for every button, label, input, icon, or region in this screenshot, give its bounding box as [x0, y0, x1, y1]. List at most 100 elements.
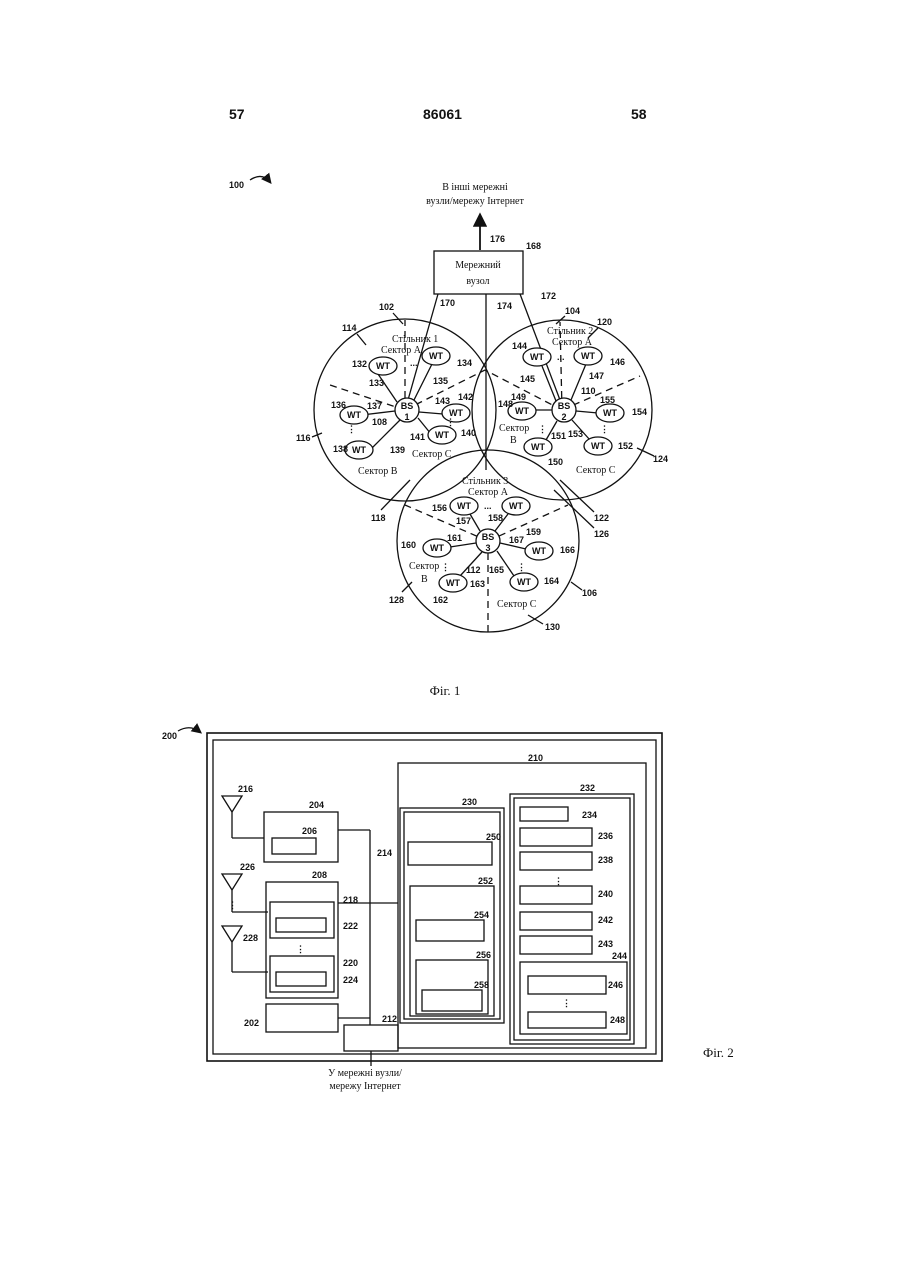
- wt-138-label: WT: [352, 445, 366, 455]
- cell-1-name: Стільник 1: [392, 334, 438, 345]
- bs-3-label: BS: [482, 532, 495, 542]
- ref-102: 102: [379, 302, 394, 312]
- ref-134: 134: [457, 358, 472, 368]
- data-vdots-2: ⋮: [562, 998, 571, 1008]
- ref-154: 154: [632, 407, 647, 417]
- io-interface-box-212: [344, 1025, 398, 1051]
- bs-1-label: BS: [401, 401, 414, 411]
- ref-236: 236: [598, 831, 613, 841]
- ref-163: 163: [470, 579, 485, 589]
- data-box-232: [510, 794, 634, 1044]
- ref-104: 104: [565, 306, 580, 316]
- ref-146: 146: [610, 357, 625, 367]
- antenna-vdots: ⋮: [228, 900, 237, 910]
- ref-137: 137: [367, 401, 382, 411]
- ref-226: 226: [240, 862, 255, 872]
- ref-164: 164: [544, 576, 559, 586]
- transmitter-box-208: [266, 882, 338, 998]
- ref-234: 234: [582, 810, 597, 820]
- ref-200: 200: [162, 731, 177, 741]
- ref-162: 162: [433, 595, 448, 605]
- network-node-label-1: Мережний: [455, 260, 501, 271]
- figure-2: 200 210 230 250 252 254 256 258 232 234 …: [162, 728, 734, 1092]
- network-node-box: [434, 251, 523, 294]
- bs1-ellipsis: ...: [410, 358, 418, 368]
- wt-140-label: WT: [435, 430, 449, 440]
- ref-256: 256: [476, 950, 491, 960]
- ref-176: 176: [490, 234, 505, 244]
- cell-1-sector-b: Сектор B: [358, 466, 398, 477]
- ref-153: 153: [568, 429, 583, 439]
- ref-141: 141: [410, 432, 425, 442]
- ref-232: 232: [580, 783, 595, 793]
- bs-3-number: 3: [485, 543, 490, 553]
- network-node-label-2: вузол: [466, 276, 489, 287]
- block-240: [520, 886, 592, 904]
- block-250: [408, 842, 492, 865]
- ref-108: 108: [372, 417, 387, 427]
- ref-142: 142: [458, 392, 473, 402]
- ref-214: 214: [377, 848, 392, 858]
- cell-1-sector-a: Сектор A: [381, 345, 422, 356]
- ref-158: 158: [488, 513, 503, 523]
- ref-238: 238: [598, 855, 613, 865]
- cell-1-sector-c: Сектор C: [412, 449, 452, 460]
- ref-132: 132: [352, 359, 367, 369]
- block-254: [416, 920, 484, 941]
- ref-242: 242: [598, 915, 613, 925]
- ref-150: 150: [548, 457, 563, 467]
- ref-228: 228: [243, 933, 258, 943]
- ref-122: 122: [594, 513, 609, 523]
- ref-147: 147: [589, 371, 604, 381]
- ref-212: 212: [382, 1014, 397, 1024]
- ref-159: 159: [526, 527, 541, 537]
- antenna-226: [222, 874, 242, 890]
- ref-174: 174: [497, 301, 512, 311]
- wt-146-label: WT: [581, 351, 595, 361]
- wt-158-label: WT: [509, 501, 523, 511]
- cell-2-sector-word: Сектор: [499, 423, 529, 434]
- ref-216: 216: [238, 784, 253, 794]
- processor-box-202: [266, 1004, 338, 1032]
- ref-152: 152: [618, 441, 633, 451]
- block-234: [520, 807, 568, 821]
- ref-151: 151: [551, 431, 566, 441]
- wt-166-label: WT: [532, 546, 546, 556]
- cell-2-name: Стільник 2: [547, 326, 593, 337]
- ref-170: 170: [440, 298, 455, 308]
- block-238: [520, 852, 592, 870]
- antenna-228: [222, 926, 242, 942]
- figure-1: 100 В інші мережні вузли/мережу Інтернет…: [229, 176, 668, 698]
- cell-2-sector-a: Сектор A: [552, 337, 593, 348]
- ref-140: 140: [461, 428, 476, 438]
- to-network-fig2-1: У мережні вузли/: [328, 1068, 402, 1079]
- wt-160-label: WT: [430, 543, 444, 553]
- data-vdots: ⋮: [554, 876, 563, 886]
- bs2-ellipsis: ...: [557, 352, 565, 362]
- ref-254: 254: [474, 910, 489, 920]
- cell-3-sector-word: Сектор: [409, 561, 439, 572]
- ref-143: 143: [435, 396, 450, 406]
- bs1-vdots-left: ⋮: [347, 424, 356, 434]
- block-248: [528, 1012, 606, 1028]
- bs2-vdots-right: ⋮: [600, 424, 609, 434]
- ref-168: 168: [526, 241, 541, 251]
- ref-138: 138: [333, 444, 348, 454]
- ref-100: 100: [229, 180, 244, 190]
- to-network-text-1: В інші мережні: [442, 182, 508, 193]
- ref-130: 130: [545, 622, 560, 632]
- ref-220: 220: [343, 958, 358, 968]
- ref-112: 112: [466, 565, 481, 575]
- wt-144-label: WT: [530, 352, 544, 362]
- antenna-216: [222, 796, 242, 812]
- ref-135: 135: [433, 376, 448, 386]
- block-222: [276, 918, 326, 932]
- ref-136: 136: [331, 400, 346, 410]
- ref-202: 202: [244, 1018, 259, 1028]
- block-206: [272, 838, 316, 854]
- block-236: [520, 828, 592, 846]
- tx-vdots: ⋮: [296, 944, 305, 954]
- ref-165: 165: [489, 565, 504, 575]
- wt-132-label: WT: [376, 361, 390, 371]
